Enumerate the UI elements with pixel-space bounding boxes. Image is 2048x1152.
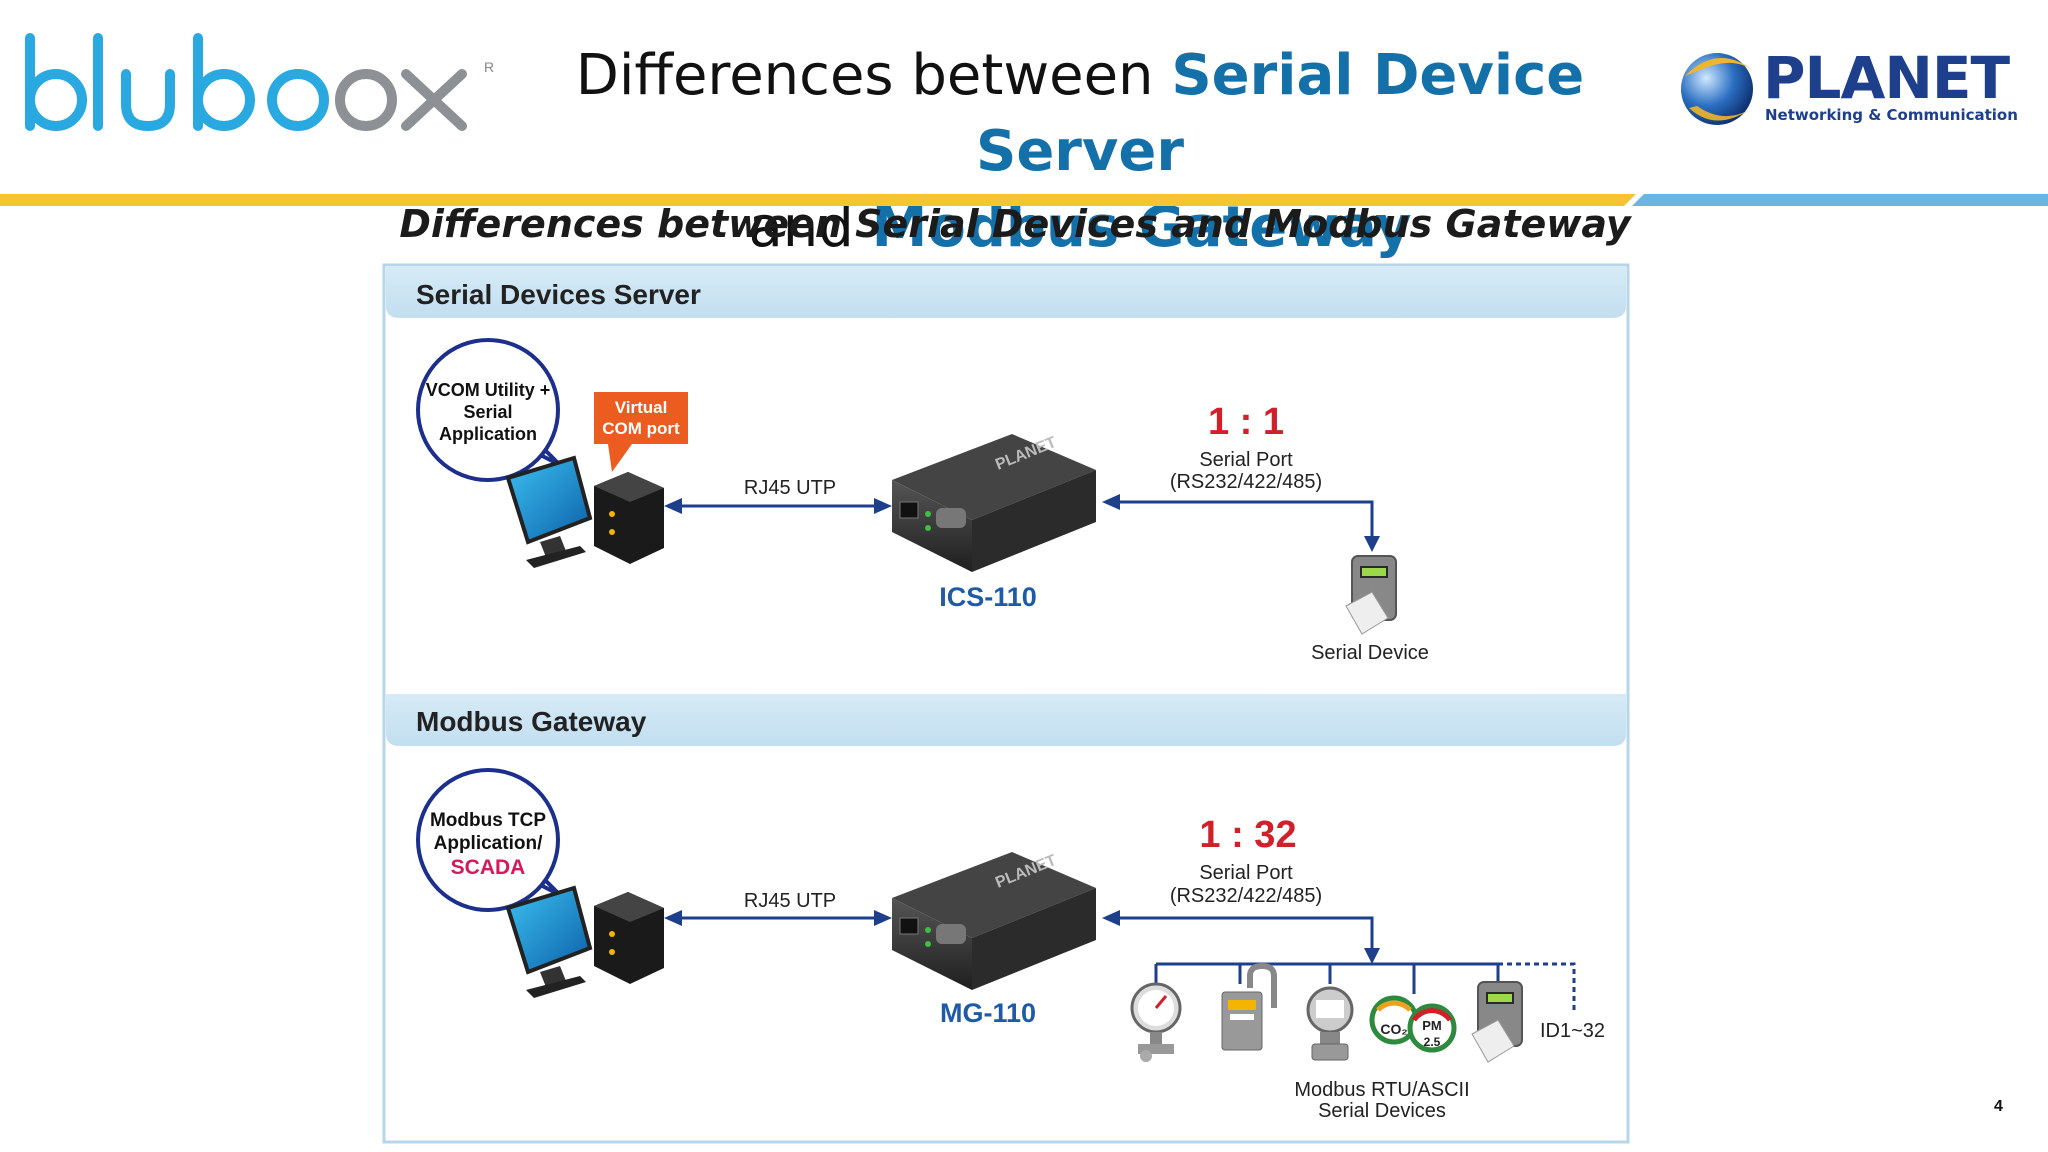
callout-line: COM port	[602, 419, 680, 438]
port-label: Serial Port	[1199, 449, 1293, 471]
ics-110-device-icon: PLANET	[892, 434, 1096, 572]
planet-name: PLANET	[1763, 44, 2010, 112]
card-reader-icon	[1345, 555, 1397, 635]
pm-value: 2.5	[1424, 1035, 1441, 1049]
computer-icon	[505, 455, 664, 568]
bubble-line: Serial	[463, 402, 512, 422]
card-reader-icon	[1471, 981, 1523, 1063]
bubble-line: VCOM Utility +	[426, 380, 551, 400]
device-model-label: MG-110	[940, 998, 1036, 1028]
section-header-bar	[386, 267, 1626, 318]
link-label: RJ45 UTP	[744, 890, 836, 912]
flow-meter-icon	[1306, 986, 1354, 1061]
devices-label-line: Modbus RTU/ASCII	[1294, 1079, 1469, 1101]
link-label: RJ45 UTP	[744, 477, 836, 499]
port-types: (RS232/422/485)	[1170, 885, 1322, 907]
header-divider	[0, 194, 2048, 206]
co2-sensor-icon: CO₂	[1369, 995, 1419, 1045]
computer-icon	[505, 885, 664, 998]
gas-meter-icon	[1221, 962, 1277, 1051]
bubble-line: Modbus TCP	[430, 810, 546, 831]
port-types: (RS232/422/485)	[1170, 471, 1322, 493]
bubble-line: Application/	[434, 833, 543, 854]
diagram-heading: Differences between Serial Devices and M…	[399, 202, 1631, 246]
co2-label: CO₂	[1380, 1021, 1407, 1037]
devices-label-line: Serial Devices	[1318, 1100, 1446, 1122]
ratio-label: 1 : 1	[1208, 401, 1284, 443]
registered-mark: R	[484, 59, 494, 75]
ratio-label: 1 : 32	[1199, 814, 1296, 856]
device-model-label: ICS-110	[939, 582, 1037, 612]
section-header-label: Modbus Gateway	[416, 706, 647, 737]
port-label: Serial Port	[1199, 862, 1293, 884]
section-serial-devices-server: Serial Devices Server VCOM Utility + Ser…	[386, 267, 1626, 664]
section-header-bar	[386, 694, 1626, 746]
rj45-link: RJ45 UTP	[664, 890, 892, 926]
serial-bus	[1102, 910, 1576, 1010]
planet-logo: PLANET Networking & Communication	[1675, 40, 2018, 140]
rj45-link: RJ45 UTP	[664, 477, 892, 514]
virtual-com-callout: Virtual COM port	[594, 392, 688, 472]
mg-110-device-icon: PLANET	[892, 852, 1096, 990]
pm-label: PM	[1422, 1018, 1442, 1033]
serial-device-label: Serial Device	[1311, 642, 1429, 664]
planet-tagline: Networking & Communication	[1765, 106, 2018, 124]
bubble-line: Application	[439, 424, 537, 444]
serial-link	[1102, 494, 1380, 552]
title-highlight-serial-device-server: Serial Device Server	[975, 43, 1585, 184]
id-range-label: ID1~32	[1540, 1020, 1605, 1042]
pm25-sensor-icon: PM 2.5	[1407, 1003, 1457, 1053]
speech-bubble: VCOM Utility + Serial Application	[416, 338, 562, 482]
bubble-line-scada: SCADA	[451, 856, 526, 879]
globe-icon	[1681, 53, 1755, 125]
section-header-label: Serial Devices Server	[416, 279, 701, 310]
bluboxx-logo: R bluboxx	[25, 33, 494, 132]
title-part1: Differences between	[575, 43, 1172, 108]
section-modbus-gateway: Modbus Gateway Modbus TCP Application/ S…	[386, 694, 1626, 1122]
speech-bubble: Modbus TCP Application/ SCADA	[416, 768, 562, 912]
callout-line: Virtual	[615, 398, 668, 417]
pressure-gauge-icon	[1130, 982, 1182, 1062]
page-number: 4	[1994, 1098, 2003, 1115]
